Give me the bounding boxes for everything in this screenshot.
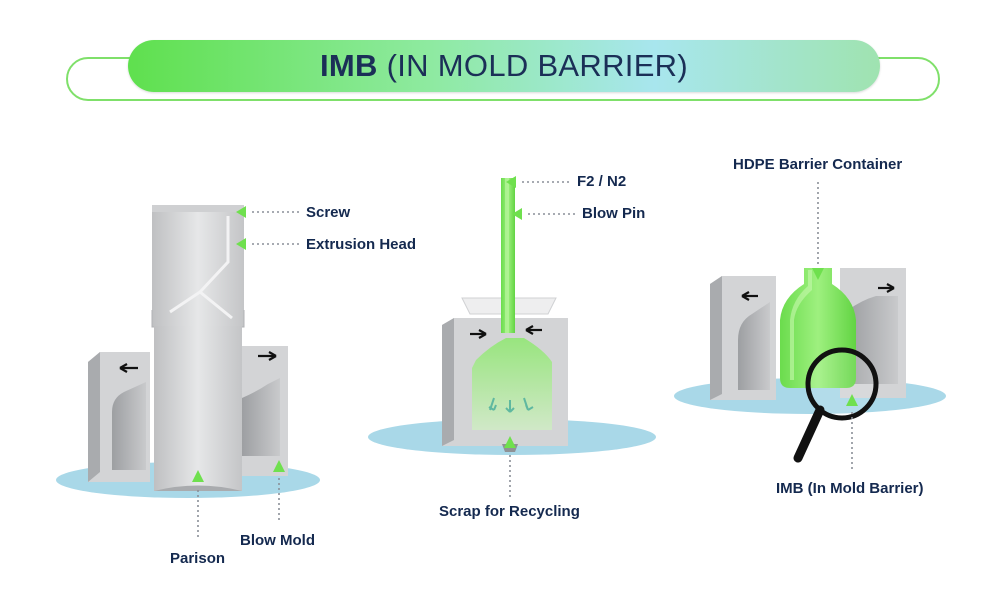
blow-mold-left <box>88 352 150 482</box>
blow-mold-right <box>238 346 288 476</box>
callout-parison <box>192 470 204 540</box>
parison <box>154 326 242 491</box>
callout-screw <box>236 206 302 218</box>
label-blow-pin: Blow Pin <box>582 205 646 222</box>
magnifier-icon <box>793 347 879 463</box>
title-bold: IMB <box>320 48 378 83</box>
callout-blow-pin <box>512 208 576 220</box>
callout-f2-n2 <box>506 176 572 188</box>
label-imb: IMB (In Mold Barrier) <box>776 480 924 497</box>
title-rest: (IN MOLD BARRIER) <box>377 48 688 83</box>
label-scrap: Scrap for Recycling <box>439 503 580 520</box>
label-f2-n2: F2 / N2 <box>577 173 627 190</box>
label-parison: Parison <box>170 550 226 567</box>
callout-hdpe <box>812 182 824 280</box>
page-title: IMB (IN MOLD BARRIER) <box>128 40 880 92</box>
blow-mold-right-open <box>840 268 906 398</box>
extrusion-head <box>151 205 245 328</box>
label-blow-mold: Blow Mold <box>240 532 315 549</box>
blow-mold-closed <box>442 318 568 446</box>
callout-extrusion-head <box>236 238 300 250</box>
blow-mold-left-open <box>710 276 776 400</box>
blow-pin <box>501 178 515 333</box>
callout-scrap <box>504 436 516 498</box>
callout-imb <box>846 394 858 470</box>
label-screw: Screw <box>306 204 351 221</box>
stage-extrusion <box>56 205 320 540</box>
label-extrusion-head: Extrusion Head <box>306 236 417 253</box>
stage-blowing <box>368 176 656 498</box>
label-hdpe: HDPE Barrier Container <box>733 156 903 173</box>
title-banner <box>128 40 880 92</box>
hdpe-container <box>780 268 856 388</box>
callout-blow-mold <box>273 460 285 522</box>
stage-finished <box>674 182 946 470</box>
